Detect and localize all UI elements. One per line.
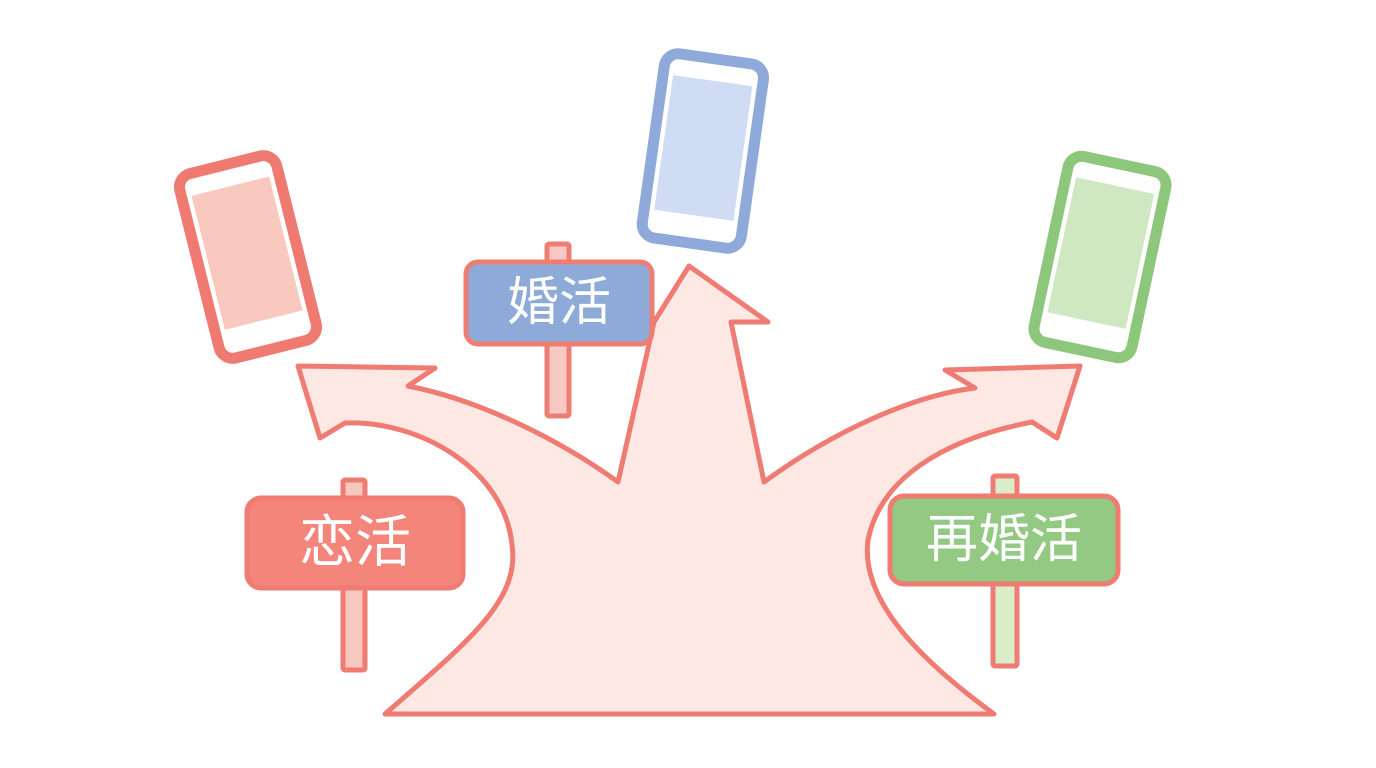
phone-right-home-button bbox=[1075, 327, 1091, 343]
sign-renkatsu-label: 恋活 bbox=[299, 511, 411, 576]
phone-center bbox=[636, 48, 770, 254]
phone-left bbox=[173, 150, 323, 364]
sign-saikonkatsu-label: 再婚活 bbox=[926, 510, 1082, 570]
branching-arrow-body bbox=[295, 263, 1083, 717]
sign-konkatsu-board bbox=[463, 259, 655, 347]
sign-konkatsu-label: 婚活 bbox=[507, 273, 611, 333]
sign-saikonkatsu-board bbox=[887, 493, 1121, 587]
phone-right-speaker bbox=[1105, 172, 1129, 180]
phone-right bbox=[1028, 150, 1172, 364]
branching-arrow bbox=[295, 263, 1083, 717]
sign-renkatsu-board bbox=[244, 495, 466, 591]
sign-konkatsu: 婚活 bbox=[463, 241, 655, 419]
phone-center-speaker bbox=[702, 67, 726, 74]
phone-left-screen bbox=[191, 176, 303, 330]
phone-center-screen bbox=[654, 75, 753, 221]
phone-left-speaker bbox=[216, 172, 240, 181]
sign-renkatsu: 恋活 bbox=[244, 477, 466, 673]
phone-center-home-button bbox=[684, 221, 700, 237]
phone-right-screen bbox=[1047, 177, 1155, 329]
phone-left-home-button bbox=[259, 327, 275, 343]
sign-saikonkatsu: 再婚活 bbox=[887, 473, 1121, 669]
